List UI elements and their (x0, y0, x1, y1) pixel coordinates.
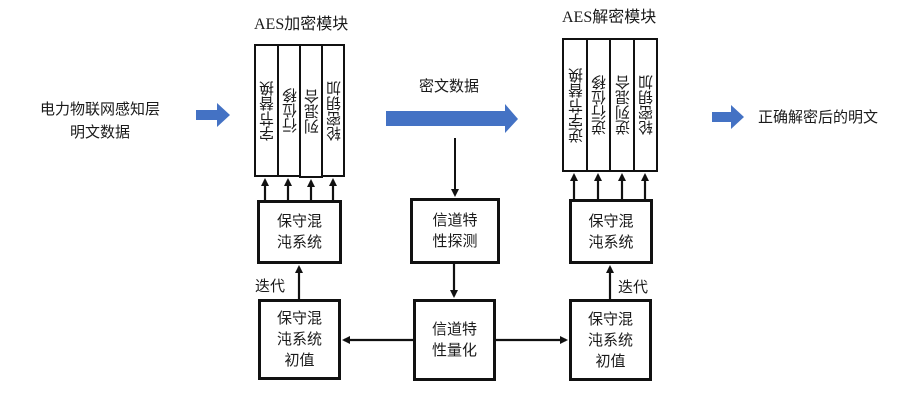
block-arrow-output (712, 105, 744, 129)
cipher-label: 密文数据 (419, 77, 480, 95)
decrypt-step-inv-shift-rows: 逆行位移 (586, 38, 611, 172)
box-line: 性探测 (432, 232, 478, 250)
decrypt-feed-arrows (570, 173, 649, 199)
encrypt-feed-arrows (261, 178, 337, 200)
box-line: 信道特 (431, 320, 477, 338)
box-line: 保守混 (588, 211, 634, 230)
box-line: 沌系统 (587, 330, 633, 349)
left-iteration-label: 迭代 (255, 277, 286, 295)
decrypt-module-title: AES解密模块 (562, 9, 657, 26)
box-line: 保守混 (276, 309, 322, 327)
box-line: 沌系统 (588, 232, 634, 251)
input-label: 电力物联网感知层 明文数据 (30, 99, 170, 142)
box-line: 初值 (595, 351, 626, 370)
box-line: 保守混 (276, 212, 322, 230)
box-line: 初值 (284, 351, 315, 369)
output-label: 正确解密后的明文 (758, 108, 879, 126)
block-arrow-cipher (386, 104, 518, 133)
box-line: 沌系统 (276, 233, 322, 251)
box-line: 性量化 (431, 341, 477, 359)
channel-detect-box: 信道特 性探测 (410, 198, 500, 264)
box-line: 沌系统 (276, 330, 322, 348)
right-chaos-system-box: 保守混 沌系统 (569, 199, 653, 264)
encrypt-module-title: AES加密模块 (254, 16, 349, 33)
input-label-line-2: 明文数据 (69, 123, 130, 141)
box-line: 信道特 (432, 211, 478, 229)
input-label-line-1: 电力物联网感知层 (39, 100, 160, 118)
decrypt-step-add-round-key: 轮密钥加 (633, 38, 658, 172)
block-arrow-input (196, 103, 230, 127)
left-chaos-init-box: 保守混 沌系统 初值 (258, 299, 341, 380)
left-chaos-system-box: 保守混 沌系统 (257, 200, 342, 264)
encrypt-step-mix-columns: 列混合 (299, 44, 323, 178)
encrypt-step-add-round-key: 轮密钥加 (321, 44, 345, 177)
decrypt-step-inv-mix-columns: 逆列混合 (609, 38, 635, 172)
channel-quantize-box: 信道特 性量化 (413, 299, 496, 381)
right-chaos-init-box: 保守混 沌系统 初值 (569, 299, 652, 381)
right-iteration-label: 迭代 (618, 278, 649, 296)
box-line: 保守混 (587, 309, 633, 328)
